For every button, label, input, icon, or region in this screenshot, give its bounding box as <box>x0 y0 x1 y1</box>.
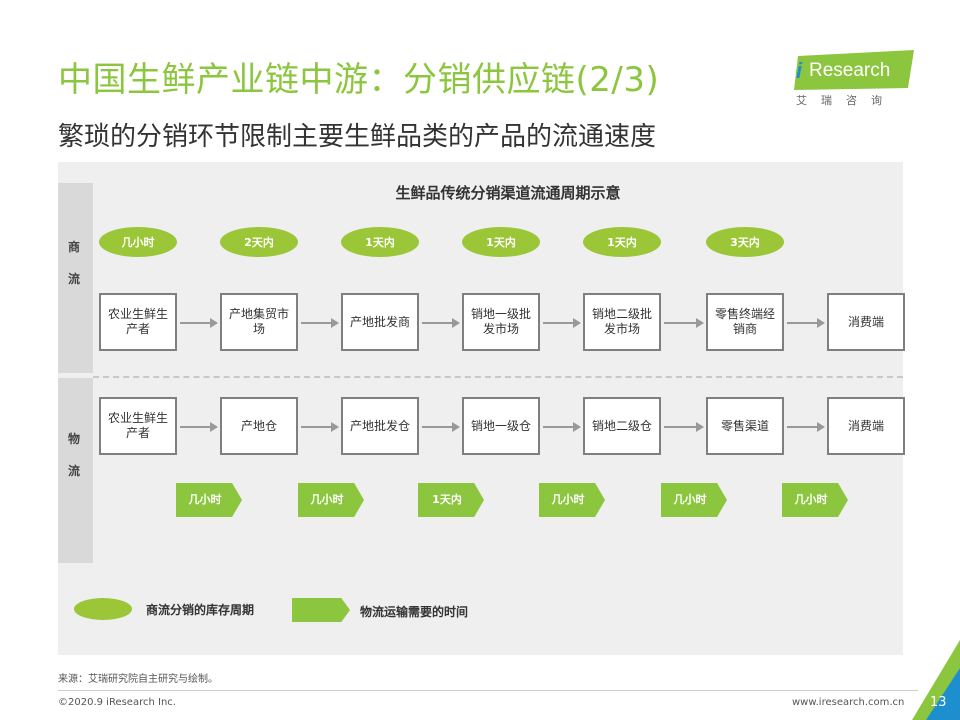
logistics-arrow-6 <box>787 422 825 432</box>
logistics-arrow-1 <box>180 422 218 432</box>
website: www.iresearch.com.cn <box>792 697 905 708</box>
commerce-node-7: 消费端 <box>827 293 905 351</box>
logistics-time-4: 几小时 <box>539 483 605 517</box>
commerce-arrow-6 <box>787 318 825 328</box>
logistics-time-2: 几小时 <box>298 483 364 517</box>
logistics-time-5: 几小时 <box>661 483 727 517</box>
logistics-time-1: 几小时 <box>176 483 242 517</box>
side-commerce <box>58 183 93 373</box>
logistics-arrow-4 <box>543 422 581 432</box>
logo-i: i <box>796 58 803 83</box>
commerce-arrow-5 <box>664 318 704 328</box>
commerce-time-5: 1天内 <box>583 227 661 257</box>
logo-brand: Research <box>809 60 891 81</box>
logistics-arrow-2 <box>301 422 339 432</box>
logistics-node-5: 销地二级仓 <box>583 397 661 455</box>
commerce-node-2: 产地集贸市场 <box>220 293 298 351</box>
logistics-arrow-5 <box>664 422 704 432</box>
side-logistics <box>58 378 93 563</box>
logistics-node-4: 销地一级仓 <box>462 397 540 455</box>
legend-ellipse-label: 商流分销的库存周期 <box>146 603 255 617</box>
page-title: 中国生鲜产业链中游：分销供应链(2/3) <box>58 60 660 100</box>
diagram-title: 生鲜品传统分销渠道流通周期示意 <box>395 184 621 202</box>
copyright: ©2020.9 iResearch Inc. <box>58 697 176 708</box>
commerce-arrow-4 <box>543 318 581 328</box>
commerce-arrow-1 <box>180 318 218 328</box>
page-number: 13 <box>930 695 947 710</box>
logistics-node-6: 零售渠道 <box>706 397 784 455</box>
section-divider <box>93 376 903 378</box>
side-commerce-label-1: 商 <box>68 240 81 254</box>
source-note: 来源：艾瑞研究院自主研究与绘制。 <box>58 674 218 685</box>
logistics-node-2: 产地仓 <box>220 397 298 455</box>
logistics-node-7: 消费端 <box>827 397 905 455</box>
logistics-node-3: 产地批发仓 <box>341 397 419 455</box>
logo-sub: 艾瑞咨询 <box>796 94 896 107</box>
commerce-node-5: 销地二级批发市场 <box>583 293 661 351</box>
side-logistics-label-2: 流 <box>68 464 81 478</box>
commerce-time-2: 2天内 <box>220 227 298 257</box>
side-commerce-label-2: 流 <box>68 272 81 286</box>
footer-divider <box>58 690 918 691</box>
logistics-node-1: 农业生鲜生产者 <box>99 397 177 455</box>
commerce-time-6: 3天内 <box>706 227 784 257</box>
commerce-node-6: 零售终端经销商 <box>706 293 784 351</box>
commerce-node-3: 产地批发商 <box>341 293 419 351</box>
logistics-arrow-3 <box>422 422 460 432</box>
iresearch-logo <box>794 50 914 90</box>
commerce-arrow-2 <box>301 318 339 328</box>
page-subtitle: 繁琐的分销环节限制主要生鲜品类的产品的流通速度 <box>58 122 657 152</box>
commerce-arrow-3 <box>422 318 460 328</box>
corner-decoration <box>912 640 960 720</box>
legend-arrow-label: 物流运输需要的时间 <box>360 605 469 619</box>
commerce-time-1: 几小时 <box>99 227 177 257</box>
commerce-node-1: 农业生鲜生产者 <box>99 293 177 351</box>
commerce-time-3: 1天内 <box>341 227 419 257</box>
logistics-time-6: 几小时 <box>782 483 848 517</box>
legend-arrow-swatch <box>292 598 350 622</box>
commerce-time-4: 1天内 <box>462 227 540 257</box>
commerce-node-4: 销地一级批发市场 <box>462 293 540 351</box>
legend-ellipse-swatch <box>74 598 132 620</box>
side-logistics-label-1: 物 <box>68 432 81 446</box>
logistics-time-3: 1天内 <box>418 483 484 517</box>
